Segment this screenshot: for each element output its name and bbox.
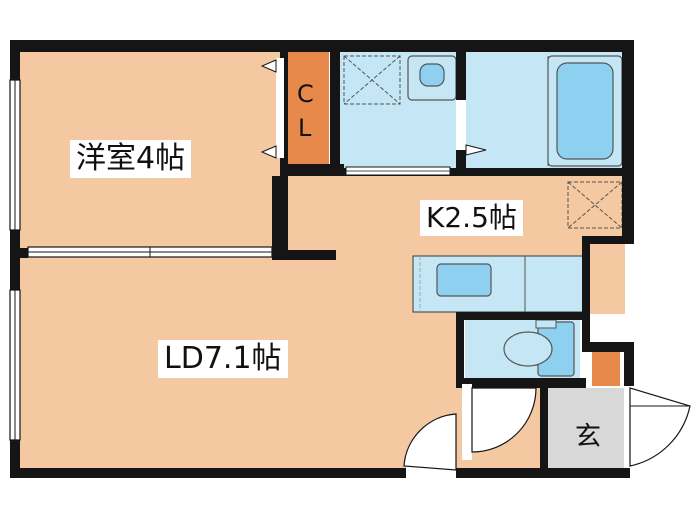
bathtub-basin <box>556 62 614 160</box>
closet-fill <box>287 52 329 164</box>
toilet-bowl <box>503 331 553 367</box>
entrance-door <box>624 387 691 468</box>
exterior-walls <box>10 40 634 478</box>
storage-box <box>567 181 623 229</box>
window-west-lower <box>9 289 21 441</box>
kitchen-sink <box>436 263 492 297</box>
hall-door <box>462 384 537 460</box>
sliding-door <box>27 246 273 258</box>
window-west-upper <box>9 79 21 231</box>
closet-door <box>260 58 284 159</box>
bathroom-door <box>456 100 487 156</box>
entrance-label: 玄 <box>575 422 602 452</box>
washroom-door <box>345 166 451 176</box>
laundry-pan <box>343 55 401 105</box>
ld-door <box>403 413 457 480</box>
western-room-label: 洋室4帖 <box>70 140 192 178</box>
closet-label-c: C <box>297 80 314 108</box>
shoe-box <box>592 352 620 386</box>
closet-label-l: L <box>298 114 312 142</box>
ld-label: LD7.1帖 <box>158 340 288 378</box>
kitchen-label: K2.5帖 <box>420 200 523 236</box>
